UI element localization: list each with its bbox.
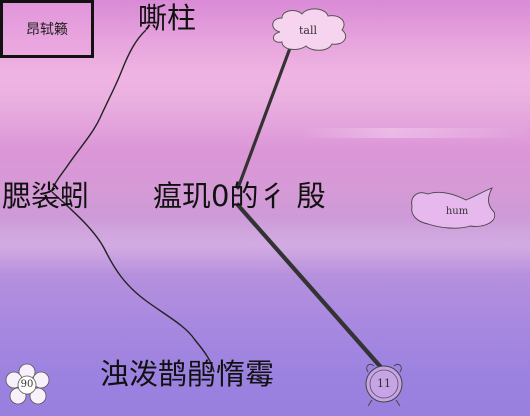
cloud-label: tall bbox=[298, 24, 317, 37]
clock-label: 11 bbox=[377, 377, 391, 390]
connector-top-to-left bbox=[51, 29, 147, 191]
alarm-clock-shape bbox=[365, 363, 403, 407]
cloud-streak bbox=[300, 128, 530, 138]
top-label: 嘶柱 bbox=[138, 1, 197, 35]
flower-label: 90 bbox=[20, 379, 34, 390]
middle-label: 瘟玑0的彳 殷 bbox=[153, 179, 326, 213]
connector-cloud-to-mid bbox=[236, 38, 295, 190]
leaf-shape bbox=[411, 187, 496, 229]
leaf-label: hum bbox=[445, 206, 469, 217]
cloud-shape bbox=[272, 8, 347, 51]
bottom-label: 浊泼鹊鹃惰霉 bbox=[100, 357, 275, 391]
connector-mid-to-clock bbox=[236, 202, 388, 374]
left-label: 腮裟蚓 bbox=[2, 179, 90, 213]
box-label: 昂轼籁 bbox=[26, 22, 68, 38]
top-left-box: 昂轼籁 bbox=[0, 0, 94, 58]
connector-left-to-bottom bbox=[51, 191, 215, 373]
flower-shape bbox=[5, 363, 50, 405]
